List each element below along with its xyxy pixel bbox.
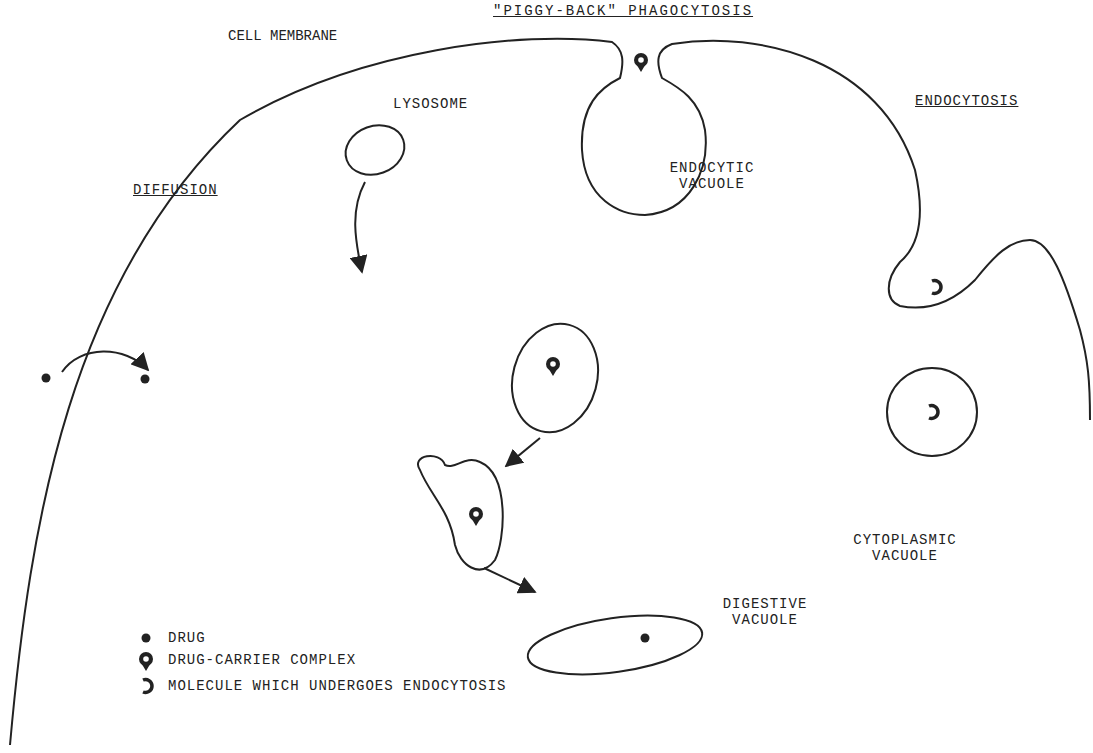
drug-dot xyxy=(141,375,150,384)
diffusion-arrow xyxy=(62,351,148,372)
drug-dot xyxy=(641,634,650,643)
organelle-label: CYTOPLASMIC VACUOLE xyxy=(846,532,964,564)
legend-text: MOLECULE WHICH UNDERGOES ENDOCYTOSIS xyxy=(168,678,506,694)
drug-carrier-complex xyxy=(634,53,648,72)
process-label: DIFFUSION xyxy=(133,182,218,198)
endocytosed-molecule xyxy=(932,281,941,294)
digestion-arrow xyxy=(484,568,535,592)
drug-carrier-complex xyxy=(546,357,560,376)
cell-membrane xyxy=(10,39,1090,745)
fusion-arrow xyxy=(506,438,540,466)
endocytosed-molecule xyxy=(929,406,938,419)
organelle-label: LYSOSOME xyxy=(393,96,468,112)
fused-vacuole xyxy=(418,456,503,570)
legend-sample xyxy=(143,680,152,693)
legend-sample xyxy=(142,634,151,643)
fusion-arrow xyxy=(355,182,365,272)
lysosome xyxy=(339,117,412,183)
digestive-vacuole xyxy=(524,606,706,684)
process-label: ENDOCYTOSIS xyxy=(915,93,1018,109)
drug-carrier-complex xyxy=(469,507,483,526)
legend-text: DRUG-CARRIER COMPLEX xyxy=(168,652,356,668)
membrane-label: CELL MEMBRANE xyxy=(228,28,337,44)
process-label: "PIGGY-BACK" PHAGOCYTOSIS xyxy=(493,3,753,19)
organelle-label: DIGESTIVE VACUOLE xyxy=(713,596,817,628)
drug-dot xyxy=(42,374,51,383)
endocytic-vacuole xyxy=(500,314,610,442)
legend-text: DRUG xyxy=(168,630,206,646)
cytoplasmic-vacuole xyxy=(887,368,977,456)
organelle-label: ENDOCYTIC VACUOLE xyxy=(657,160,767,192)
legend-sample xyxy=(139,652,153,671)
